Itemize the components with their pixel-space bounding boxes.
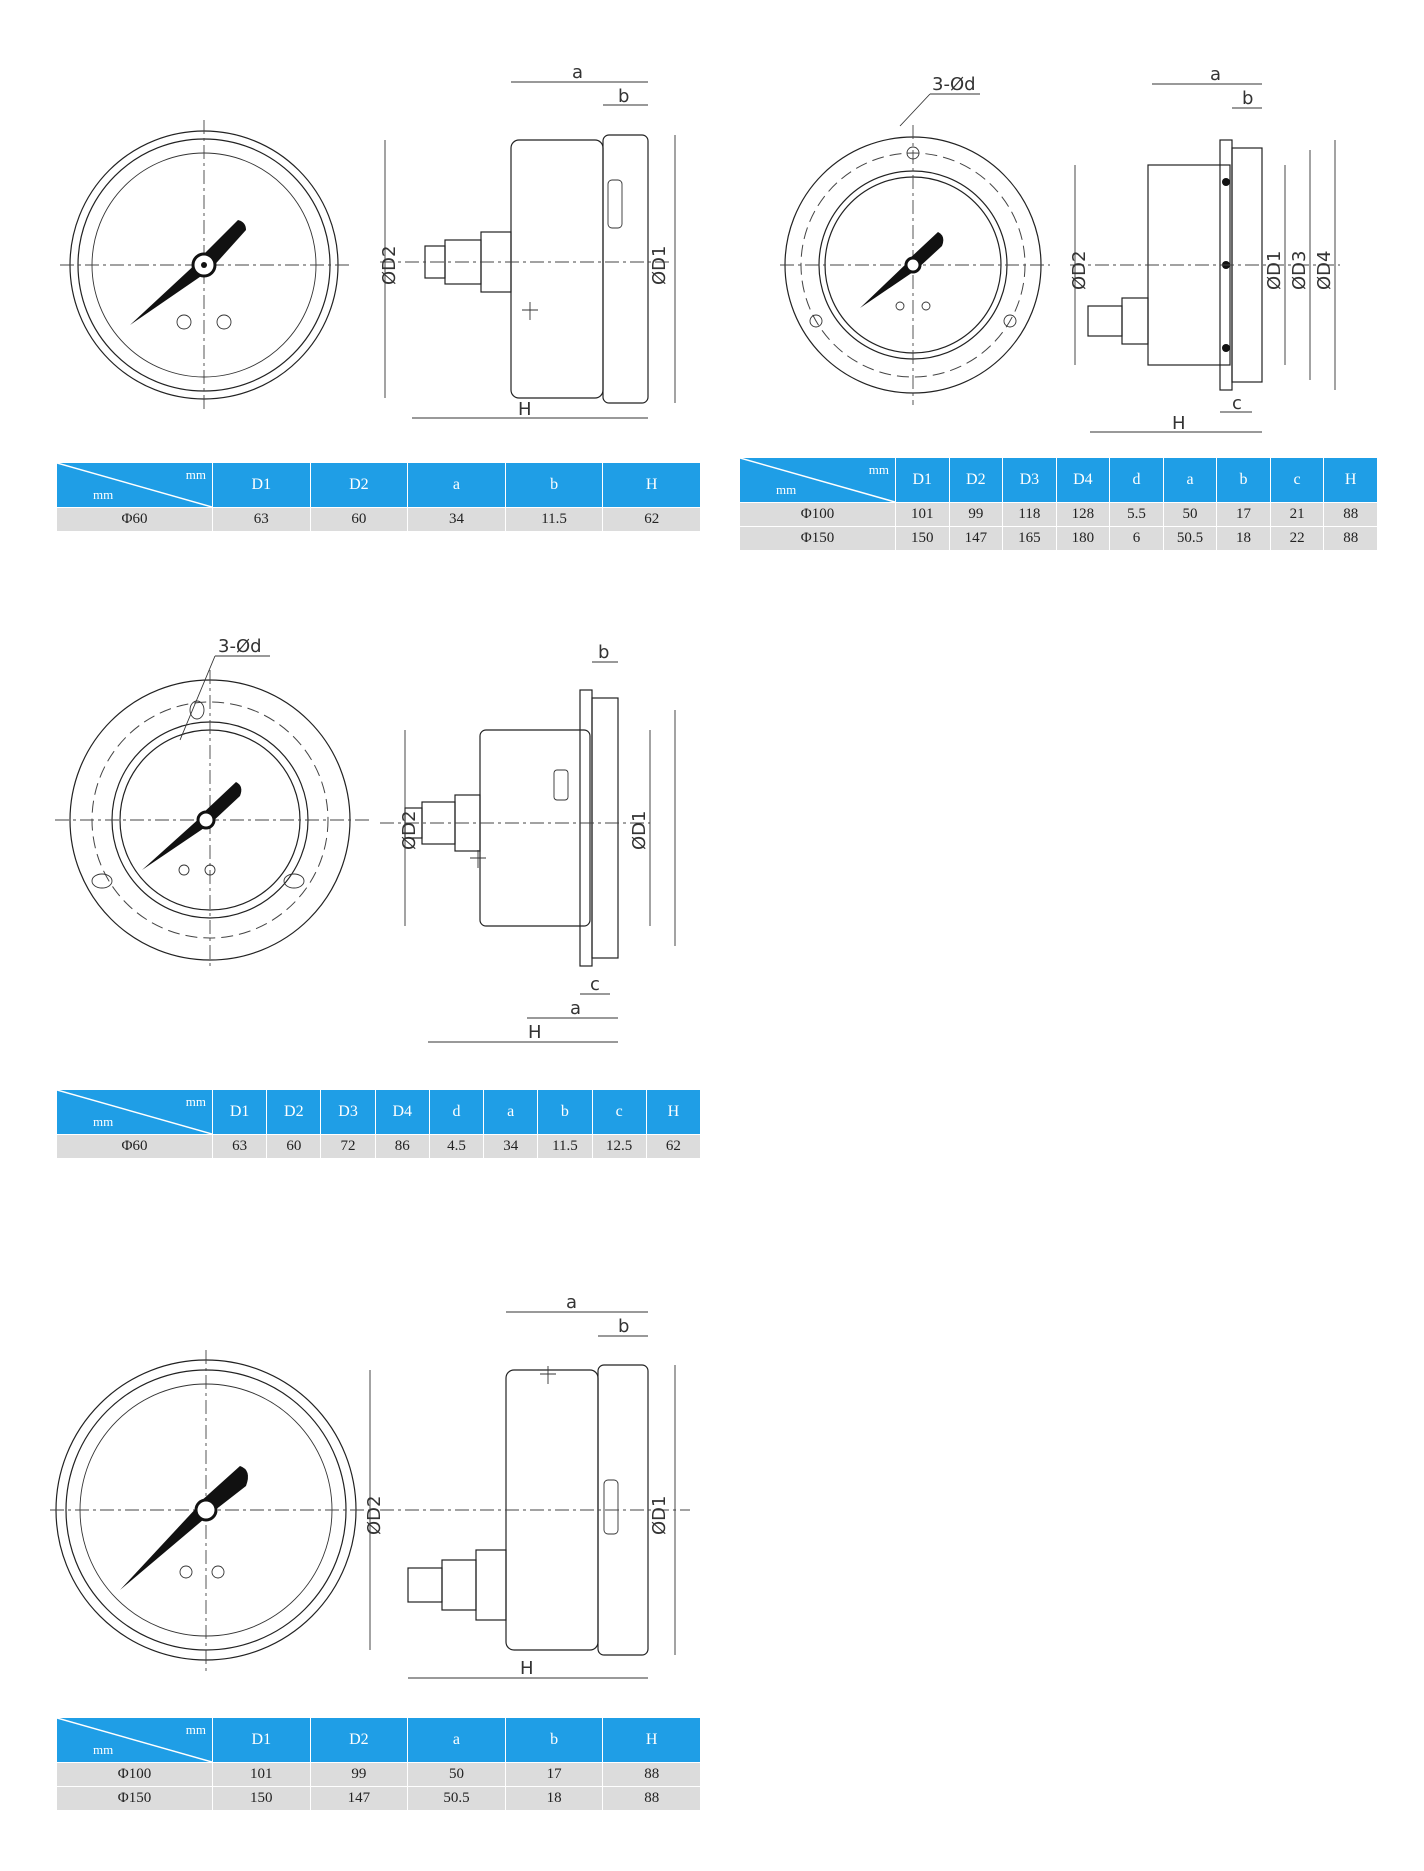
header-cell: b: [537, 1090, 593, 1135]
drawing-3: 3-Ød b c a H ØD2 ØD1: [50, 630, 690, 1060]
dim-label-a: a: [572, 62, 583, 83]
header-cell: H: [602, 1718, 701, 1763]
table-corner: mm mm: [57, 463, 213, 508]
dim-label-D2: ØD2: [1069, 251, 1090, 290]
side-view: b c a H ØD2 ØD1: [380, 642, 676, 1043]
dim-label-D2: ØD2: [399, 811, 420, 850]
drawing-1: a b H ØD2 ØD1: [50, 60, 690, 440]
side-view: a b c H ØD2 ØD1 ØD3 ØD4: [1069, 64, 1340, 434]
table-row: Φ100 101 99 118 128 5.5 50 17 21 88: [740, 502, 1378, 527]
front-view: [60, 120, 350, 410]
dim-label-D3: ØD3: [1289, 251, 1310, 290]
dim-label-a: a: [1210, 64, 1221, 85]
dim-label-c: c: [1232, 393, 1242, 414]
table-corner: mm mm: [740, 458, 896, 503]
header-cell: D2: [266, 1090, 322, 1135]
dim-label-D4: ØD4: [1314, 251, 1335, 290]
side-view: a b H ØD2 ØD1: [379, 62, 676, 420]
header-cell: D4: [375, 1090, 430, 1135]
header-cell: a: [407, 463, 506, 508]
drawing-4: a b H ØD2 ØD1: [50, 1290, 690, 1690]
side-view: a b H ØD2 ØD1: [364, 1292, 690, 1679]
gauge-drawing-1: a b H ØD2 ØD1: [60, 62, 676, 420]
dim-label-D1: ØD1: [1264, 251, 1285, 290]
dim-label-H: H: [1172, 413, 1186, 434]
dim-label-D2: ØD2: [379, 246, 400, 285]
header-cell: D1: [212, 463, 311, 508]
drawing-2: 3-Ød a b c H ØD2 ØD1 ØD3: [780, 60, 1380, 450]
holes-label: 3-Ød: [932, 74, 976, 95]
dim-label-H: H: [518, 399, 532, 420]
header-cell: d: [1109, 458, 1164, 503]
dim-label-b: b: [618, 86, 629, 107]
spec-table-4: mm mm D1 D2 a b H Φ100 101 99 50 17 88 Φ…: [57, 1718, 701, 1810]
header-cell: D1: [895, 458, 950, 503]
front-view: 3-Ød: [55, 636, 370, 970]
table-row: Φ60 63 60 72 86 4.5 34 11.5 12.5 62: [57, 1134, 702, 1158]
header-cell: b: [505, 1718, 604, 1763]
header-cell: H: [602, 463, 701, 508]
header-cell: b: [505, 463, 604, 508]
header-cell: b: [1216, 458, 1271, 503]
header-cell: D1: [212, 1718, 311, 1763]
table-row: Φ150 150 147 50.5 18 88: [57, 1786, 701, 1810]
front-view: [50, 1350, 370, 1675]
spec-table-3: mm mm D1 D2 D3 D4 d a b c H Φ60 63 60 72…: [57, 1090, 702, 1158]
header-cell: D2: [949, 458, 1004, 503]
holes-label: 3-Ød: [218, 636, 262, 657]
table-row: Φ150 150 147 165 180 6 50.5 18 22 88: [740, 526, 1378, 550]
table-row: Φ60 63 60 34 11.5 62: [57, 507, 701, 531]
dim-label-H: H: [520, 1658, 534, 1679]
dim-label-b: b: [1242, 88, 1253, 109]
header-cell: D4: [1056, 458, 1111, 503]
table-corner: mm mm: [57, 1090, 213, 1135]
dim-label-H: H: [528, 1022, 542, 1043]
header-cell: a: [1163, 458, 1218, 503]
dim-label-a: a: [570, 998, 581, 1019]
table-corner: mm mm: [57, 1718, 213, 1763]
table-row: Φ100 101 99 50 17 88: [57, 1762, 701, 1787]
header-cell: c: [1270, 458, 1325, 503]
header-cell: D3: [1002, 458, 1057, 503]
header-cell: D3: [320, 1090, 376, 1135]
front-view: 3-Ød: [780, 74, 1050, 405]
header-cell: H: [646, 1090, 702, 1135]
header-cell: D2: [310, 1718, 409, 1763]
header-cell: c: [592, 1090, 647, 1135]
header-cell: D2: [310, 463, 409, 508]
dim-label-a: a: [566, 1292, 577, 1313]
spec-table-1: mm mm D1 D2 a b H Φ60 63 60 34 11.5 62: [57, 463, 701, 531]
header-cell: d: [429, 1090, 485, 1135]
dim-label-D2: ØD2: [364, 1496, 385, 1535]
dim-label-D1: ØD1: [629, 811, 650, 850]
gauge-drawing-2: 3-Ød a b c H ØD2 ØD1 ØD3: [780, 64, 1340, 434]
header-cell: D1: [212, 1090, 268, 1135]
spec-table-2: mm mm D1 D2 D3 D4 d a b c H Φ100 101 99 …: [740, 458, 1378, 550]
header-cell: a: [483, 1090, 539, 1135]
dim-label-c: c: [590, 974, 600, 995]
gauge-drawing-4: a b H ØD2 ØD1: [50, 1292, 690, 1679]
dim-label-D1: ØD1: [649, 1496, 670, 1535]
gauge-drawing-3: 3-Ød b c a H ØD2 ØD1: [55, 636, 676, 1043]
dim-label-D1: ØD1: [649, 246, 670, 285]
dim-label-b: b: [598, 642, 609, 663]
header-cell: H: [1323, 458, 1378, 503]
header-cell: a: [407, 1718, 506, 1763]
dim-label-b: b: [618, 1316, 629, 1337]
